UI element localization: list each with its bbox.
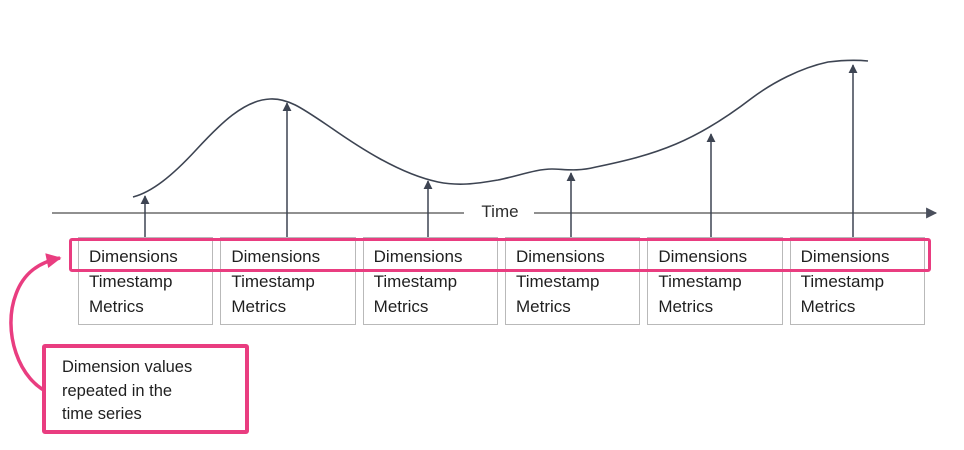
record-box-3: Dimensions Timestamp Metrics [362, 237, 498, 325]
record-field-metrics: Metrics [89, 297, 144, 316]
annotation-callout-arrow [9, 253, 62, 396]
annotation-line-3: time series [62, 405, 142, 423]
record-field-dimensions: Dimensions [373, 247, 463, 266]
record-field-dimensions: Dimensions [231, 247, 321, 266]
annotation-box: Dimension values repeated in the time se… [42, 344, 249, 434]
record-field-dimensions: Dimensions [658, 247, 748, 266]
record-field-timestamp: Timestamp [231, 272, 315, 291]
record-box-4: Dimensions Timestamp Metrics [504, 237, 641, 325]
record-field-metrics: Metrics [515, 297, 571, 316]
record-field-metrics: Metrics [800, 297, 856, 316]
annotation-line-2: repeated in the [62, 381, 173, 400]
record-field-timestamp: Timestamp [373, 272, 458, 291]
time-series-curve [132, 59, 869, 198]
record-box-2: Dimensions Timestamp Metrics [220, 237, 356, 325]
record-field-timestamp: Timestamp [800, 272, 885, 291]
record-box-6: Dimensions Timestamp Metrics [789, 237, 925, 325]
record-field-dimensions: Dimensions [800, 247, 890, 266]
time-axis-label: Time [481, 202, 519, 221]
records-row: Dimensions Timestamp Metrics Dimensions … [78, 237, 925, 325]
annotation-line-1: Dimension values [62, 358, 193, 376]
record-field-dimensions: Dimensions [89, 247, 178, 266]
record-field-metrics: Metrics [373, 297, 429, 316]
record-box-1: Dimensions Timestamp Metrics [78, 237, 214, 325]
record-field-timestamp: Timestamp [658, 272, 742, 291]
record-field-dimensions: Dimensions [515, 247, 605, 266]
record-field-metrics: Metrics [658, 297, 714, 316]
record-field-timestamp: Timestamp [515, 272, 600, 291]
record-field-metrics: Metrics [231, 297, 287, 316]
record-field-timestamp: Timestamp [89, 272, 173, 291]
record-box-5: Dimensions Timestamp Metrics [647, 237, 783, 325]
